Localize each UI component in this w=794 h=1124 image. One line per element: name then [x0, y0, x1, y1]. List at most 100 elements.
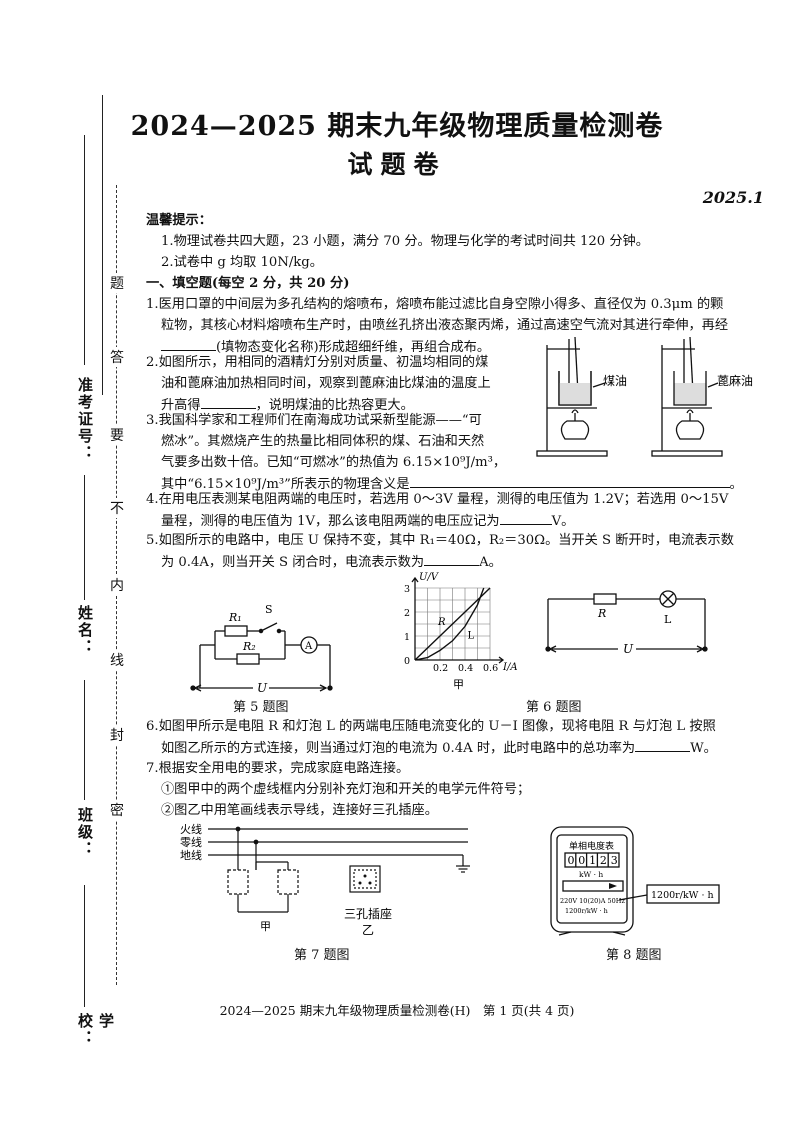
- meter-unit: kW · h: [579, 870, 603, 879]
- notice-item: 2.试卷中 g 均取 10N/kg。: [161, 255, 323, 270]
- seal-char: 题: [110, 273, 124, 293]
- answer-blank[interactable]: [161, 336, 216, 351]
- resistor-r2: [236, 653, 260, 665]
- placeholder-box-right: [277, 869, 299, 895]
- class-label: 班级：: [76, 807, 94, 858]
- question-line: 升高得，说明煤油的比热容更大。: [161, 394, 414, 416]
- y-tick-label: 1: [404, 632, 410, 643]
- curve-label-l: L: [468, 630, 475, 641]
- meter-spec: 220V 10(20)A 50Hz: [560, 897, 625, 905]
- question-line: 粒物，其核心材料熔喷布生产时，由喷丝孔挤出液态聚丙烯，通过高速空气流对其进行牵伸…: [161, 318, 729, 333]
- name-label: 姓名：: [76, 605, 94, 656]
- question-line: 6.如图甲所示是电阻 R 和灯泡 L 的两端电压随电流变化的 U－I 图像，现将…: [146, 719, 716, 734]
- seal-char: 要: [110, 425, 124, 445]
- q7-household-circuit: 火线 零线 地线 甲 三孔插座 乙: [180, 822, 470, 937]
- label-r2: R₂: [242, 640, 256, 653]
- notice-item: 1.物理试卷共四大题，23 小题，满分 70 分。物理与化学的考试时间共 120…: [161, 234, 649, 249]
- school-label: 学校：: [76, 1013, 115, 1047]
- x-tick-label: 0.6: [483, 663, 498, 674]
- exam-no-label: 准考证号：: [76, 377, 94, 462]
- meter-rate: 1200r/kW · h: [565, 907, 608, 915]
- figure-caption: 第 6 题图: [526, 700, 582, 715]
- question-line: ①图甲中的两个虚线框内分别补充灯泡和开关的电学元件符号；: [161, 782, 531, 797]
- question-line: (填物态变化名称)形成超细纤维，再组合成布。: [161, 336, 490, 358]
- question-line: 其中“6.15×10⁹J/m³”所表示的物理含义是。: [161, 473, 743, 495]
- binding-margin: 准考证号： 姓名： 班级： 学校： 题 答 要 不 内 线 封 密: [55, 95, 125, 1047]
- label-kerosene: 煤油: [603, 374, 627, 388]
- answer-blank[interactable]: [424, 551, 480, 566]
- figure-caption: 第 5 题图: [233, 700, 289, 715]
- question-line: 2.如图所示，用相同的酒精灯分别对质量、初温均相同的煤: [146, 355, 489, 370]
- answer-blank[interactable]: [200, 394, 256, 409]
- label-jia: 甲: [260, 920, 271, 933]
- resistor-r1: [224, 625, 248, 637]
- label-l: L: [664, 613, 672, 626]
- label-yi: 乙: [362, 923, 374, 937]
- graph-caption: 甲: [453, 678, 464, 691]
- meter-callout: [646, 884, 720, 904]
- question-line: 5.如图所示的电路中，电压 U 保持不变，其中 R₁＝40Ω，R₂＝30Ω。当开…: [146, 533, 734, 548]
- class-line: [84, 680, 86, 800]
- seal-char: 封: [110, 725, 124, 745]
- exam-no-line: [84, 135, 86, 365]
- label-u: U: [257, 681, 268, 695]
- meter-digit: 1: [589, 854, 596, 867]
- y-tick-label: 0: [404, 656, 410, 667]
- q6-series-circuit: R L U: [545, 590, 708, 656]
- x-tick-label: 0.2: [433, 663, 448, 674]
- x-tick-label: 0.4: [458, 663, 473, 674]
- binding-outer-line: [102, 95, 104, 395]
- page-title: 2024—2025 期末九年级物理质量检测卷: [130, 111, 664, 142]
- question-line: 4.在用电压表测某电阻两端的电压时，若选用 0～3V 量程，测得的电压值为 1.…: [146, 492, 729, 507]
- meter-digit: 2: [600, 854, 607, 867]
- school-line: [84, 885, 86, 1007]
- meter-body: [550, 826, 634, 933]
- answer-blank[interactable]: [409, 473, 730, 488]
- y-axis-label: U/V: [419, 572, 440, 583]
- socket-holes: [358, 874, 372, 885]
- switch-s: [260, 622, 278, 632]
- y-tick-label: 2: [404, 608, 410, 619]
- seal-char: 线: [110, 650, 124, 670]
- series-line-L: [414, 587, 485, 661]
- callout-text: 1200r/kW · h: [651, 890, 714, 901]
- label-castor-oil: 蓖麻油: [717, 373, 753, 388]
- y-tick-label: 3: [404, 584, 410, 595]
- notice-heading: 温馨提示：: [146, 213, 212, 228]
- seal-char: 密: [110, 800, 124, 820]
- question-line: 燃冰”。其燃烧产生的热量比相同体积的煤、石油和天然: [161, 434, 485, 449]
- curve-label-r: R: [437, 617, 446, 628]
- label-r1: R₁: [228, 611, 242, 624]
- label-r: R: [597, 607, 606, 620]
- answer-blank[interactable]: [635, 737, 691, 752]
- meter-digit: 3: [611, 854, 618, 867]
- page-subtitle: 试题卷: [347, 150, 447, 179]
- label-s: S: [265, 603, 273, 616]
- heating-apparatus-figure: 煤油 蓖麻油: [536, 336, 753, 457]
- meter-title: 单相电度表: [569, 840, 614, 852]
- seal-char: 答: [110, 347, 124, 367]
- question-line: 油和蓖麻油加热相同时间，观察到蓖麻油比煤油的温度上: [161, 376, 491, 391]
- figure-caption: 第 8 题图: [606, 948, 662, 963]
- question-line: 气要多出数十倍。已知“可燃冰”的热值为 6.15×10⁹J/m³，: [161, 455, 507, 470]
- graph-axes: [411, 576, 505, 664]
- figure-caption: 第 7 题图: [294, 948, 350, 963]
- series-line-R: [414, 587, 491, 661]
- label-socket: 三孔插座: [344, 906, 392, 921]
- ui-graph: R L 0.2 0.4 0.6 0 1 2 3 U/V I/A 甲: [404, 572, 518, 691]
- heating-setup-kerosene: [536, 336, 608, 457]
- answer-blank[interactable]: [499, 510, 552, 525]
- label-ground-wire: 地线: [180, 848, 202, 862]
- meter-display: [564, 852, 620, 868]
- label-u: U: [623, 642, 634, 656]
- placeholder-box-left: [227, 869, 249, 895]
- x-axis-label: I/A: [502, 662, 518, 673]
- question-line: 1.医用口罩的中间层为多孔结构的熔喷布，熔喷布能过滤比自身空隙小得多、直径仅为 …: [146, 297, 724, 312]
- label-live-wire: 火线: [180, 822, 202, 836]
- heating-setup-castor: [651, 336, 723, 457]
- q8-electric-meter: 单相电度表 0 0 1 2 3 kW · h 220V 10(20)A 50Hz…: [550, 826, 720, 936]
- question-line: 7.根据安全用电的要求，完成家庭电路连接。: [146, 761, 410, 776]
- three-hole-socket: [349, 865, 381, 893]
